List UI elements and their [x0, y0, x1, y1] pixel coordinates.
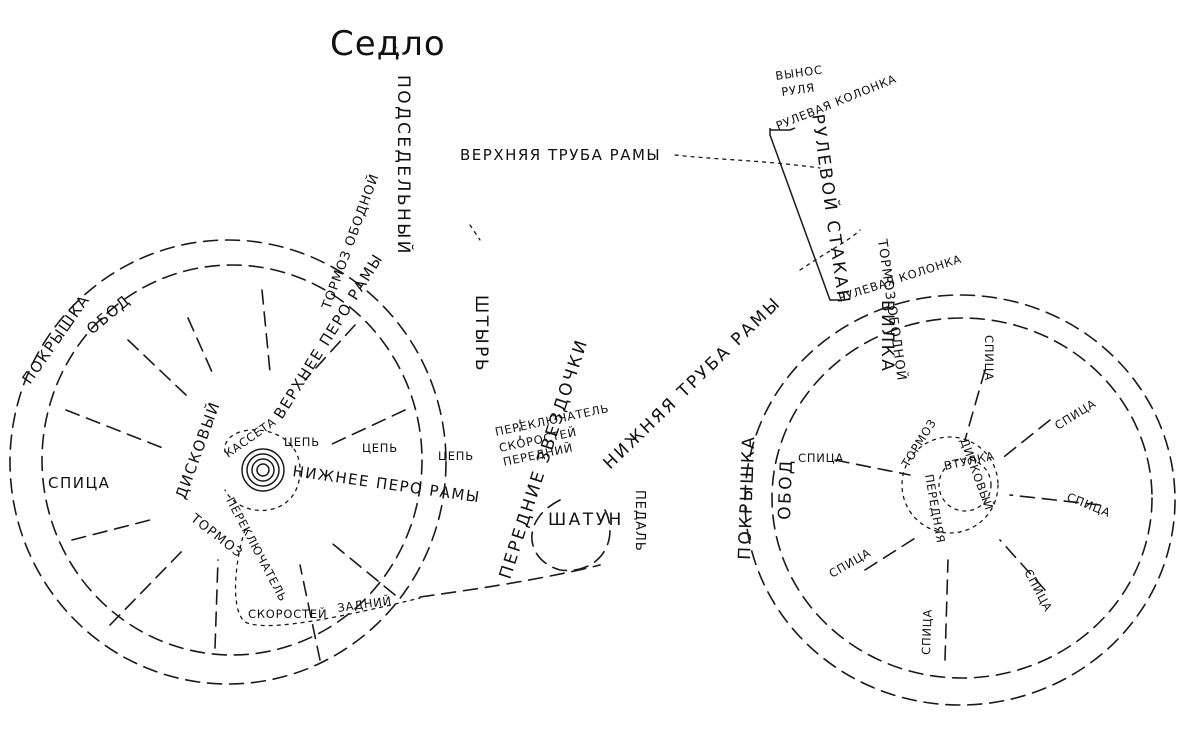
rear-spokes: [65, 289, 406, 661]
chain-label-2: ЦЕПЬ: [362, 441, 398, 455]
front-spokes: [834, 369, 1101, 661]
front-spoke-label-1: СПИЦА: [798, 451, 844, 465]
front-disc-outline: [901, 436, 999, 534]
front-spoke-label-2: СПИЦА: [982, 335, 996, 381]
front-spoke-label-7: СПИЦА: [827, 545, 874, 580]
front-hub-outline: [938, 458, 992, 512]
front-tire-outline: [744, 294, 1176, 706]
headset-bottom-label: РУЛЕВАЯ КОЛОНКА: [837, 252, 964, 305]
front-wheel: [744, 294, 1176, 706]
seatpost-label: ПОДСЕДЕЛЬНЫЙ: [393, 75, 415, 256]
crank-label: ШАТУН: [548, 510, 624, 530]
top-tube-label: ВЕРХНЯЯ ТРУБА РАМЫ: [460, 146, 661, 164]
rear-derailleur-label-3: ЗАДНИЙ: [336, 592, 392, 614]
front-spoke-label-6: СПИЦА: [919, 609, 935, 656]
fork-label: ВИЛКА: [877, 300, 897, 373]
front-rim-outline: [771, 317, 1153, 679]
cassette-spiral: [241, 448, 285, 492]
rear-disc-label: ДИСКОВЫЙ: [171, 398, 224, 501]
front-disc-brake-label: ТОРМОЗ: [898, 416, 939, 470]
chain-label-1: ЦЕПЬ: [284, 435, 320, 449]
head-tube-label: РУЛЕВОЙ СТАКАН: [807, 113, 856, 307]
rear-derailleur-cage: [234, 529, 421, 627]
rear-rim-label: ОБОД: [83, 291, 134, 338]
rear-derailleur-label-2: СКОРОСТЕЙ: [248, 606, 327, 621]
front-rim-label: ОБОД: [775, 458, 797, 520]
front-spoke-label-3: СПИЦА: [1052, 396, 1098, 432]
front-disc-label: ДИСКОВЫЙ: [957, 436, 997, 512]
chain-stay-label: НИЖНЕЕ ПЕРО РАМЫ: [291, 462, 481, 506]
front-hub-label-2: ПЕРЕДНЯЯ: [922, 473, 948, 545]
stem-label: ВЫНОС: [774, 62, 823, 83]
headset-top-label: РУЛЕВАЯ КОЛОНКА: [774, 72, 899, 133]
rear-wheel: [9, 239, 447, 685]
stem-label-2: РУЛЯ: [780, 80, 815, 99]
seatpost-label-2: ШТЫРЬ: [471, 295, 491, 373]
seat-stay-label: ВЕРХНЕЕ ПЕРО РАМЫ: [270, 250, 387, 422]
front-spoke-label-4: СПИЦА: [1065, 490, 1113, 520]
page-title: Седло: [330, 24, 446, 64]
rear-tire-outline: [9, 239, 447, 685]
frame-lines: [394, 44, 861, 598]
rear-spoke-label: СПИЦА: [48, 474, 110, 492]
pedal-label: ПЕДАЛЬ: [632, 490, 647, 552]
chain-label-3: ЦЕПЬ: [438, 449, 474, 463]
front-tire-label: ПОКРЫШКА: [735, 434, 759, 560]
front-spoke-label-5: СПИЦА: [1021, 567, 1055, 614]
rear-rim-outline: [41, 264, 423, 656]
rear-chain-loop: [224, 429, 301, 512]
